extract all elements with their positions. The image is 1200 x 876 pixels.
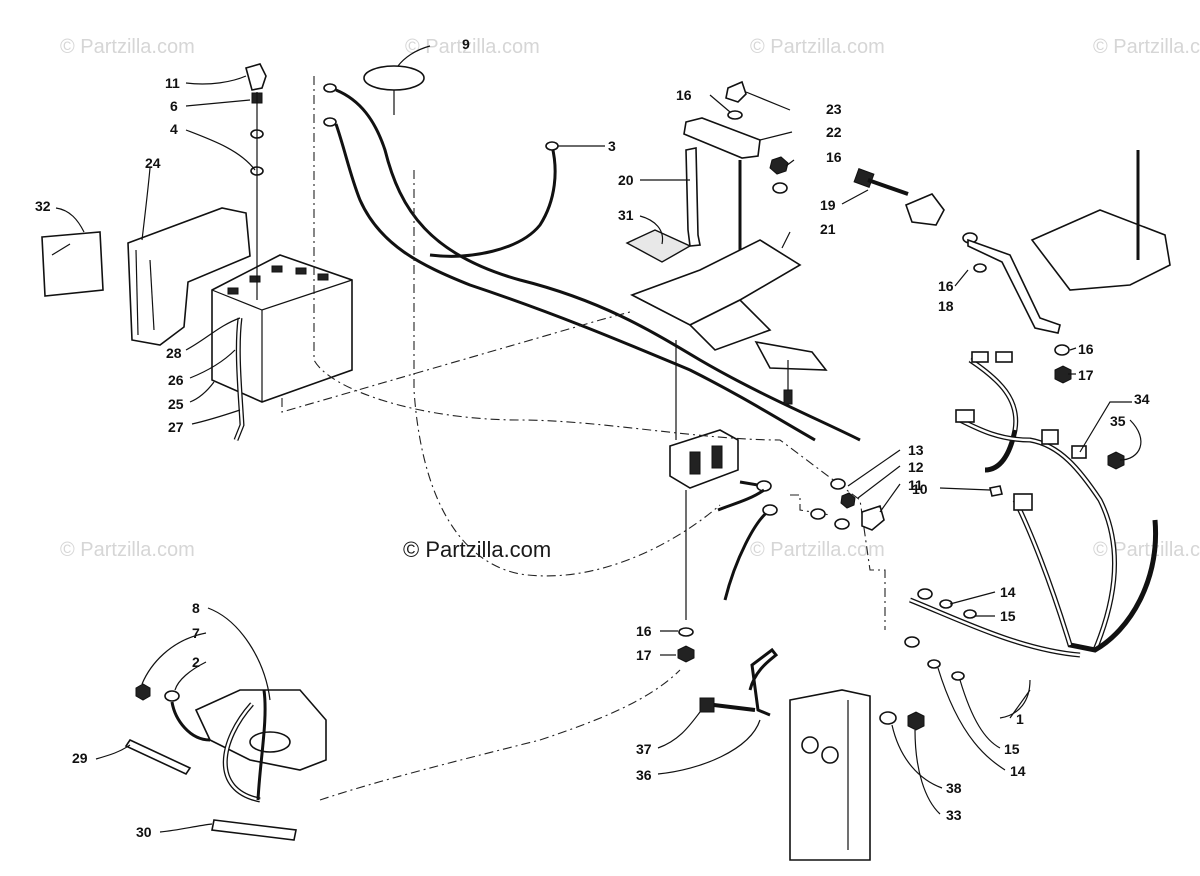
watermark: © Partzilla.com [750,36,885,58]
callout-9: 9 [462,36,470,52]
part-11-cap [245,63,267,91]
right-components [810,150,1171,719]
callout-31: 31 [618,207,634,223]
part-3-strap [429,145,557,258]
part-30-grommet [211,819,297,841]
watermark: © Partzilla.com [1093,36,1200,58]
callout-17: 17 [636,647,652,663]
callout-7: 7 [192,625,200,641]
callout-4: 4 [170,121,178,137]
part-17-nut [677,645,695,663]
callout-11: 11 [908,477,923,493]
callout-10: 10 [912,481,928,497]
part-25-battery [211,254,353,403]
callout-2: 2 [192,654,200,670]
callout-14: 14 [1010,763,1026,779]
solenoid [669,429,739,489]
callout-6: 6 [170,98,178,114]
part-19-bolt [853,168,875,188]
callout-20: 20 [618,172,634,188]
part-18-arm [967,238,1061,334]
callout-34: 34 [1134,391,1150,407]
callout-24: 24 [145,155,161,171]
callout-23: 23 [826,101,842,117]
part-20-bracket [685,147,701,247]
callout-37: 37 [636,741,652,757]
watermark: © Partzilla.com [60,539,195,561]
callout-13: 13 [908,442,924,458]
callout-25: 25 [168,396,184,412]
watermark: © Partzilla.com [750,539,885,561]
callout-29: 29 [72,750,88,766]
callout-19: 19 [820,197,836,213]
callout-16: 16 [826,149,842,165]
starter-assembly [124,683,327,841]
part-23-wingnut [725,80,747,103]
callout-8: 8 [192,600,200,616]
callout-3: 3 [608,138,616,154]
solenoid-bracket [625,80,828,663]
callout-17: 17 [1078,367,1094,383]
part-37-bolt [699,697,715,713]
part-9-clamp [363,65,425,91]
starter [194,689,327,771]
watermarks: © Partzilla.com © Partzilla.com © Partzi… [60,36,1200,562]
callout-32: 32 [35,198,51,214]
callout-26: 26 [168,372,184,388]
callout-14: 14 [1000,584,1016,600]
callout-16: 16 [938,278,954,294]
part-32-pad [41,231,104,297]
callout-36: 36 [636,767,652,783]
callout-15: 15 [1004,741,1020,757]
callout-18: 18 [938,298,954,314]
callout-1: 1 [1016,711,1024,727]
watermark-center: © Partzilla.com [403,537,551,562]
part-24-cover [127,207,251,346]
part-31-pad [625,229,692,263]
callout-12: 12 [908,459,924,475]
callout-22: 22 [826,124,842,140]
callout-21: 21 [820,221,836,237]
callout-28: 28 [166,345,182,361]
lower-bracket [699,647,925,861]
callout-35: 35 [1110,413,1126,429]
callout-16: 16 [636,623,652,639]
callout-11: 11 [165,75,180,91]
part-29-grommet [124,738,192,776]
callout-38: 38 [946,780,962,796]
part-16-nut [769,156,789,175]
callout-labels: 11 6 4 24 32 28 26 25 27 9 3 20 31 16 23… [35,36,1150,840]
leader-lines [55,45,1142,833]
part-36-rod [748,647,779,717]
watermark: © Partzilla.com [1093,539,1200,561]
cable-runs [281,76,886,801]
watermark: © Partzilla.com [60,36,195,58]
watermark: © Partzilla.com [405,36,540,58]
callout-27: 27 [168,419,184,435]
callout-15: 15 [1000,608,1016,624]
callout-16: 16 [676,87,692,103]
part-22-strap [683,117,761,159]
callout-30: 30 [136,824,152,840]
callout-33: 33 [946,807,962,823]
callout-16: 16 [1078,341,1094,357]
